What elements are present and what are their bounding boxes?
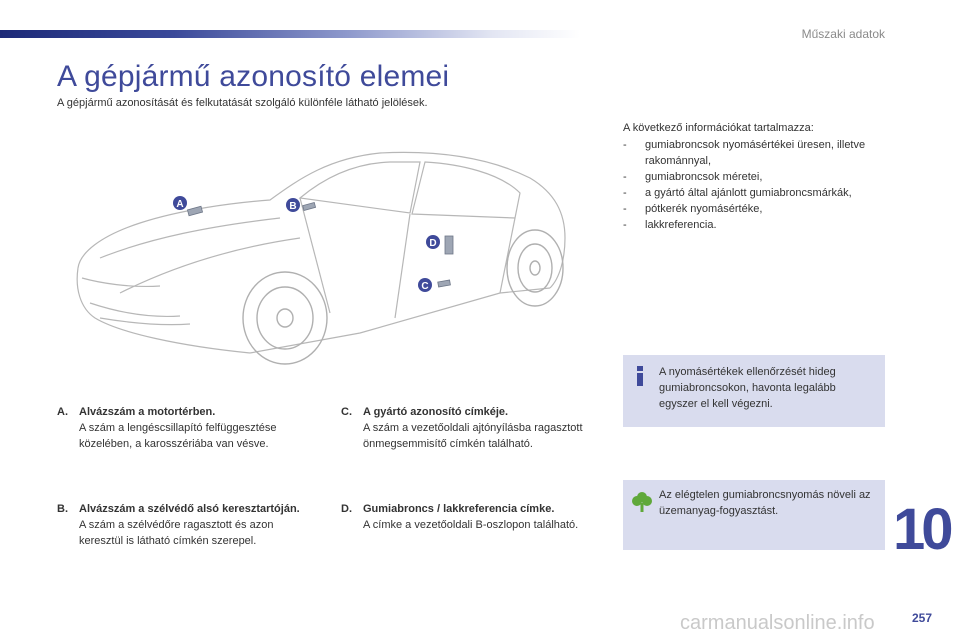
entry-heading: Alvázszám a motortérben.	[79, 406, 216, 418]
entry-heading: A gyártó azonosító címkéje.	[363, 406, 509, 418]
info-note-text: A nyomásértékek ellenőrzését hideg gumia…	[659, 366, 836, 410]
section-title: Műszaki adatok	[801, 27, 885, 41]
list-intro: A következő információkat tartalmazza:	[623, 122, 814, 134]
entry-b: B. Alvázszám a szélvédő alsó keresztartó…	[57, 501, 307, 549]
badge-d-label: D	[429, 238, 436, 249]
car-illustration: A B C D	[60, 118, 580, 378]
list-item: - lakkreferencia.	[623, 217, 893, 233]
badge-c-label: C	[421, 281, 428, 292]
badge-b	[286, 198, 300, 212]
entry-letter: C.	[341, 406, 352, 418]
list-item-text: gumiabroncsok méretei,	[645, 171, 763, 183]
entry-text: A címke a vezetőoldali B-oszlopon találh…	[363, 519, 579, 531]
car-drawing: A B C D	[76, 151, 566, 365]
badge-d	[426, 235, 440, 249]
entry-letter: A.	[57, 406, 68, 418]
header-gradient-bar	[0, 30, 580, 38]
tree-icon	[631, 490, 653, 519]
entry-heading: Alvázszám a szélvédő alsó keresztartóján…	[79, 503, 300, 515]
page-number: 257	[912, 611, 933, 625]
list-bullet: -	[623, 171, 627, 183]
list-bullet: -	[623, 219, 627, 231]
list-item-text: gumiabroncsok nyomásértékei üresen, ille…	[645, 139, 866, 167]
entry-d: D. Gumiabroncs / lakkreferencia címke. A…	[341, 501, 591, 533]
eco-note-text: Az elégtelen gumiabroncsnyomás növeli az…	[659, 489, 871, 517]
badge-a	[173, 196, 187, 210]
list-item-text: pótkerék nyomásértéke,	[645, 203, 763, 215]
list-item-text: lakkreferencia.	[645, 219, 717, 231]
page-subtitle: A gépjármű azonosítását és felkutatását …	[57, 97, 428, 109]
list-bullet: -	[623, 203, 627, 215]
eco-note-box: Az elégtelen gumiabroncsnyomás növeli az…	[623, 480, 885, 550]
list-item: - gumiabroncsok nyomásértékei üresen, ill…	[623, 137, 893, 169]
info-icon	[631, 365, 649, 392]
entry-c: C. A gyártó azonosító címkéje. A szám a …	[341, 404, 591, 452]
watermark: carmanualsonline.info	[680, 612, 875, 634]
badge-a-label: A	[176, 199, 183, 210]
entry-a: A. Alvázszám a motortérben. A szám a len…	[57, 404, 307, 452]
list-item: - gumiabroncsok méretei,	[623, 169, 893, 185]
entry-text: A szám a szélvédőre ragasztott és azon k…	[79, 519, 274, 547]
list-item: - pótkerék nyomásértéke,	[623, 201, 893, 217]
list-item-text: a gyártó által ajánlott gumiabroncsmárká…	[645, 187, 852, 199]
badge-b-label: B	[289, 201, 296, 212]
list-bullet: -	[623, 139, 627, 151]
chapter-number: 10	[893, 497, 953, 562]
entry-heading: Gumiabroncs / lakkreferencia címke.	[363, 503, 555, 515]
page-title: A gépjármű azonosító elemei	[57, 60, 450, 93]
entry-text: A szám a vezetőoldali ajtónyílásba ragas…	[363, 422, 583, 450]
entry-letter: B.	[57, 503, 68, 515]
tire-label-info-list: A következő információkat tartalmazza: -…	[623, 120, 893, 233]
list-bullet: -	[623, 187, 627, 199]
badge-c	[418, 278, 432, 292]
entry-letter: D.	[341, 503, 352, 515]
info-note-box: A nyomásértékek ellenőrzését hideg gumia…	[623, 355, 885, 427]
entry-text: A szám a lengéscsillapító felfüggesztése…	[79, 422, 277, 450]
list-item: - a gyártó által ajánlott gumiabroncsmárk…	[623, 185, 893, 201]
